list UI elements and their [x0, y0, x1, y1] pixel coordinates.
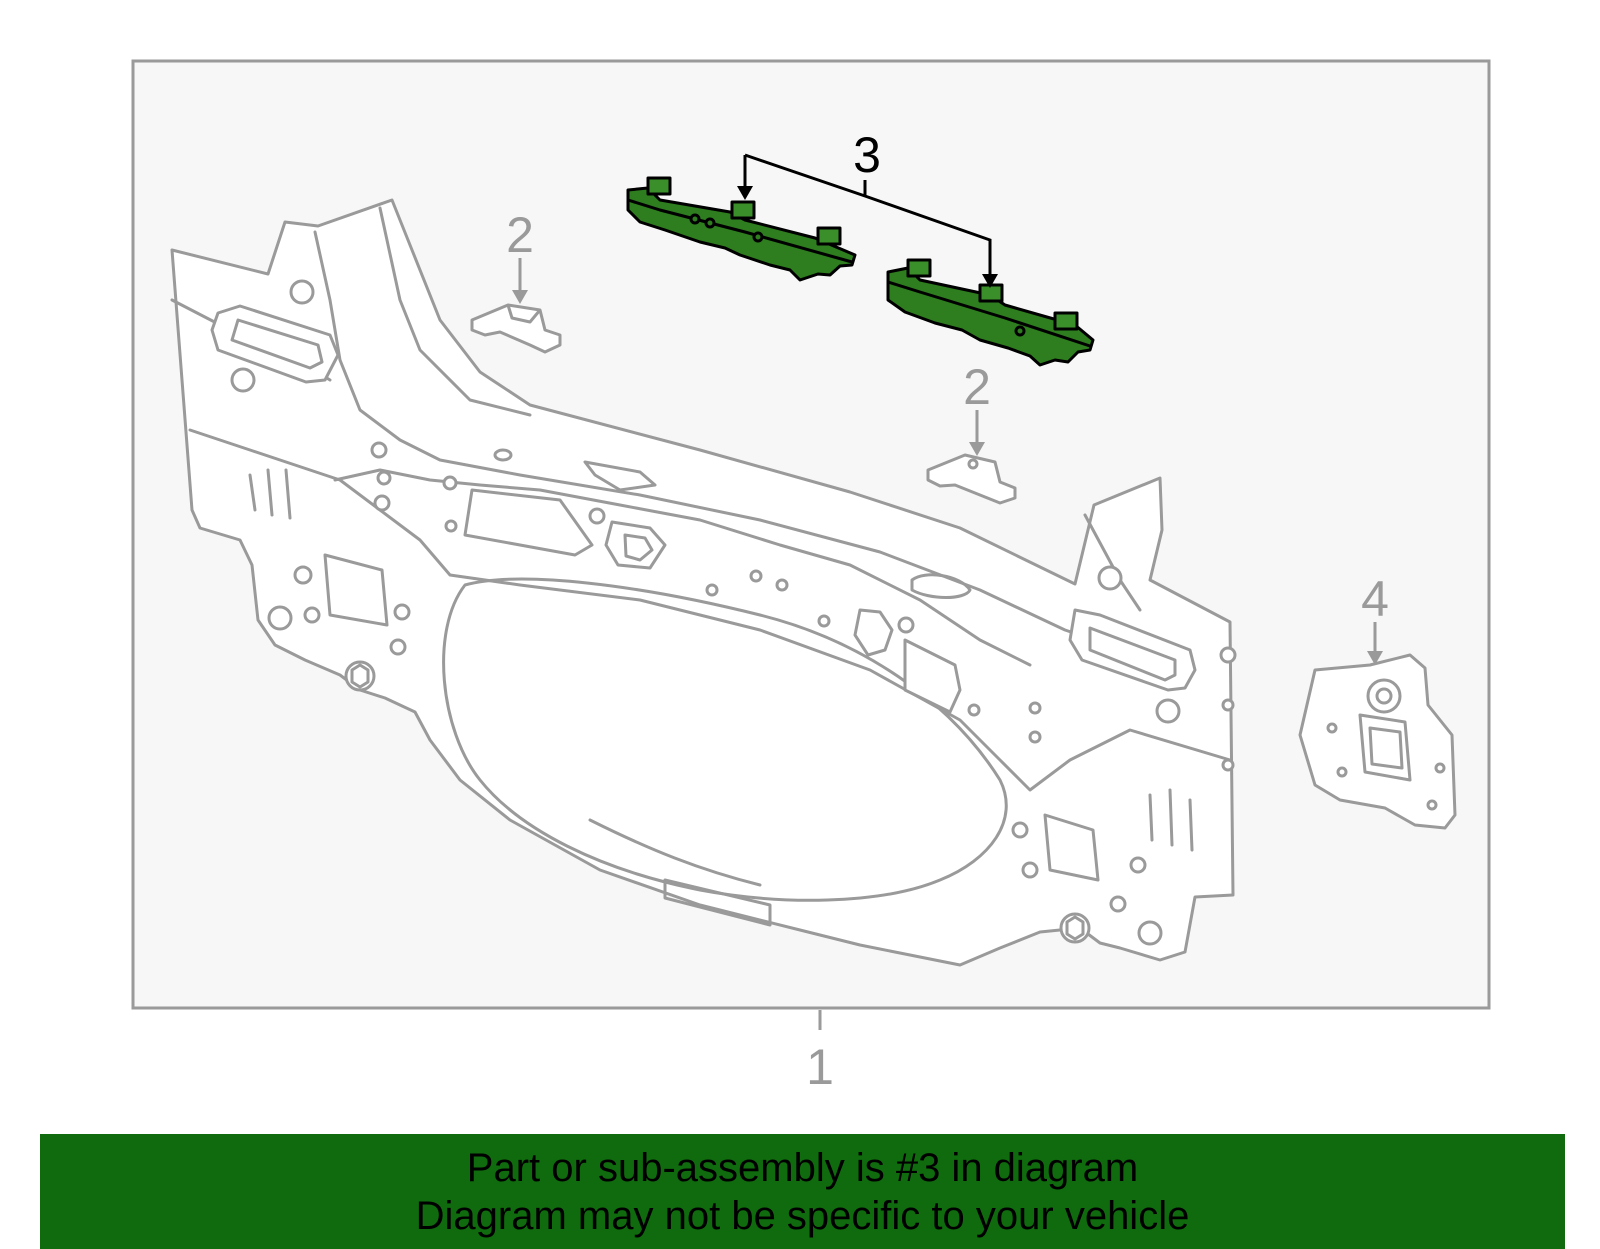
part-4-plate: [1298, 653, 1457, 830]
part-1-rear-panel: [170, 198, 1237, 967]
callout-4: 4: [1361, 571, 1389, 627]
info-banner: Part or sub-assembly is #3 in diagram Di…: [40, 1134, 1565, 1249]
part-3-strip-left: [626, 176, 857, 282]
banner-line-1: Part or sub-assembly is #3 in diagram: [466, 1146, 1139, 1190]
callout-2-left: 2: [506, 207, 534, 263]
part-2-bracket-right: [926, 453, 1017, 505]
part-2-bracket-left: [470, 303, 562, 354]
leader-lines: [518, 153, 1377, 1030]
leader-arrowheads: [512, 186, 1383, 665]
banner-line-2: Diagram may not be specific to your vehi…: [415, 1194, 1190, 1238]
callout-1: 1: [806, 1039, 834, 1095]
part-3-strip-right: [886, 258, 1095, 367]
callout-2-right: 2: [963, 359, 991, 415]
callout-3: 3: [853, 127, 881, 183]
